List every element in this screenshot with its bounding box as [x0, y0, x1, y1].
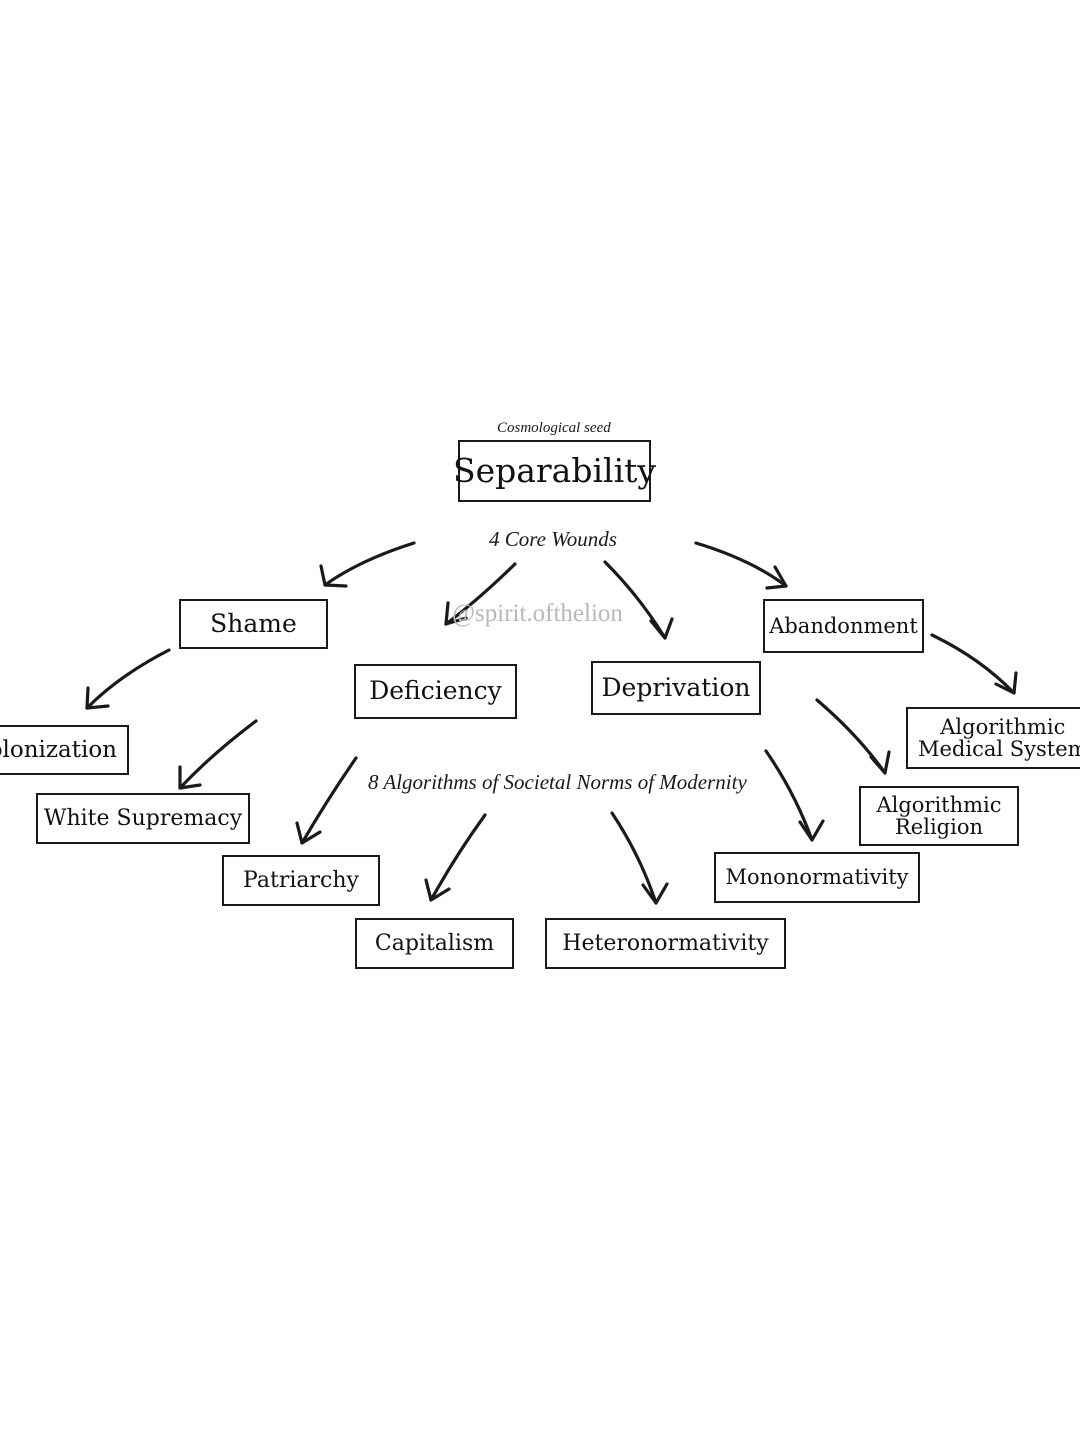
shame-box: Shame	[179, 599, 328, 649]
heteronormativity-label: Heteronormativity	[562, 930, 769, 956]
colonization-label: olonization	[0, 736, 117, 763]
arrow-abandonment-to-religion	[815, 698, 891, 775]
deprivation-box: Deprivation	[591, 661, 761, 715]
arrow-deprivation-to-mononormativity	[764, 749, 825, 842]
arrow-deprivation-to-heteronormativity	[610, 811, 669, 905]
algorithms-caption: 8 Algorithms of Societal Norms of Modern…	[368, 770, 747, 794]
arrow-deficiency-to-patriarchy	[295, 756, 358, 845]
deprivation-label: Deprivation	[601, 672, 751, 702]
wounds-caption: 4 Core Wounds	[489, 527, 617, 551]
algorithmic-religion-box: Algorithmic Religion	[859, 786, 1019, 846]
abandonment-box: Abandonment	[763, 599, 924, 653]
arrow-separability-to-deficiency	[444, 562, 517, 626]
capitalism-box: Capitalism	[355, 918, 514, 969]
arrow-shame-to-colonization	[85, 648, 171, 710]
arrow-separability-to-deprivation	[603, 560, 674, 640]
deficiency-label: Deficiency	[369, 676, 502, 706]
deficiency-box: Deficiency	[354, 664, 517, 719]
capitalism-label: Capitalism	[374, 930, 495, 956]
arrow-shame-to-white-supremacy	[178, 719, 258, 790]
algorithmic-religion-line2: Religion	[894, 815, 983, 839]
arrow-abandonment-to-medical	[930, 633, 1018, 695]
watermark: @spirit.ofthelion	[452, 600, 623, 627]
white-supremacy-label: White Supremacy	[43, 805, 243, 831]
white-supremacy-box: White Supremacy	[36, 793, 250, 844]
heteronormativity-box: Heteronormativity	[545, 918, 786, 969]
seed-caption: Cosmological seed	[497, 420, 611, 436]
colonization-box: olonization	[0, 725, 129, 775]
mononormativity-label: Mononormativity	[725, 865, 909, 890]
mononormativity-box: Mononormativity	[714, 852, 920, 903]
patriarchy-label: Patriarchy	[243, 867, 359, 893]
shame-label: Shame	[210, 608, 297, 638]
patriarchy-box: Patriarchy	[222, 855, 380, 906]
abandonment-label: Abandonment	[769, 613, 918, 638]
algorithmic-medical-system-box: Algorithmic Medical System	[906, 707, 1080, 769]
algorithmic-medical-line1: Algorithmic	[940, 714, 1066, 739]
separability-label: Separability	[452, 450, 657, 490]
algorithmic-religion-line1: Algorithmic	[876, 792, 1002, 817]
algorithmic-medical-line2: Medical System	[918, 737, 1080, 761]
separability-box: Separability	[453, 440, 656, 502]
arrow-deficiency-to-capitalism	[424, 813, 487, 902]
arrow-separability-to-shame	[319, 541, 416, 588]
arrow-separability-to-abandonment	[694, 541, 788, 590]
